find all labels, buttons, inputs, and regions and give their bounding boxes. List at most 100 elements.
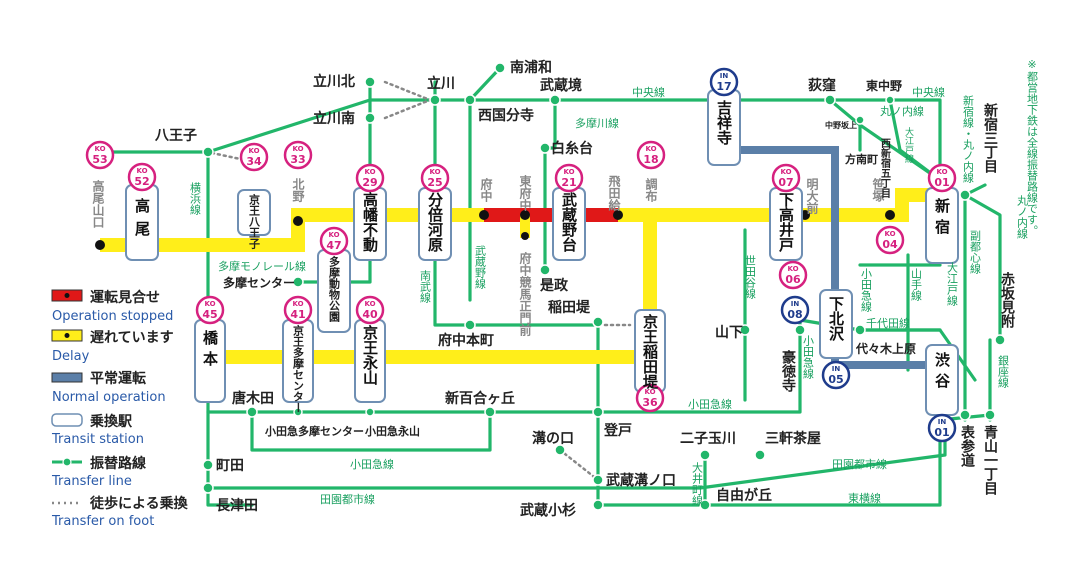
dot-fuchuhommachi — [464, 319, 476, 331]
name-minamiurawa: 南浦和 — [510, 59, 552, 76]
name-jiyugaoka: 自由が丘 — [716, 487, 772, 504]
name-tamacenter: 多摩センター — [223, 275, 295, 290]
dot-nakanosakaue — [855, 115, 865, 125]
svg-text:KO: KO — [204, 300, 215, 308]
svg-text:平常運転: 平常運転 — [90, 370, 146, 387]
line-toyoko: 東横線 — [848, 491, 881, 505]
name-keiohachioji: 京王八王子 — [248, 193, 262, 250]
toyoko-line — [703, 438, 942, 507]
name-kitano: 北野 — [291, 177, 305, 203]
name-tobitakyu: 飛田給 — [607, 175, 621, 212]
subway-note: ※都営地下鉄は全線振替路線です。 — [1026, 58, 1039, 236]
legend-foot: 徒歩による乗換 Transfer on foot — [51, 495, 189, 529]
dot-musashisakai — [549, 94, 561, 106]
dot-mizonokuchi — [554, 444, 566, 456]
svg-text:Normal operation: Normal operation — [52, 390, 166, 405]
svg-text:53: 53 — [92, 153, 107, 166]
dot-noborito — [592, 406, 604, 418]
svg-text:振替路線: 振替路線 — [90, 455, 146, 472]
name-higashifuchu: 東府中 — [518, 174, 532, 212]
name-higashinakano: 東中野 — [866, 78, 902, 93]
name-takahatafudo: 高幡不動 — [361, 191, 379, 253]
name-musashinodai: 武蔵野台 — [560, 191, 578, 253]
name-futakotamagawa: 二子玉川 — [680, 431, 736, 447]
svg-text:KO: KO — [94, 145, 105, 153]
name-musashisakai: 武蔵境 — [540, 77, 582, 94]
name-hashimoto: 橋本 — [201, 329, 219, 372]
line-chiyoda: 千代田線 — [866, 316, 910, 330]
line-ginza: 銀座線 — [997, 354, 1010, 388]
line-setagaya: 世田谷線 — [744, 255, 757, 299]
svg-text:乗換駅: 乗換駅 — [89, 413, 133, 430]
name-honancho: 方南町 — [845, 152, 878, 166]
svg-text:KO: KO — [364, 168, 375, 176]
svg-text:08: 08 — [787, 308, 802, 321]
svg-text:徒歩による乗換: 徒歩による乗換 — [89, 495, 189, 512]
svg-text:KO: KO — [884, 230, 895, 238]
name-shibuya: 渋谷 — [933, 351, 951, 394]
dot-omotesando — [959, 409, 971, 421]
other-station-names: 八王子 立川北 立川南 立川 南浦和 西国分寺 武蔵境 白糸台 是政 荻窪 中野… — [154, 59, 1016, 519]
name-shiraitodai: 白糸台 — [551, 140, 593, 157]
dot-inadazutsumi — [592, 316, 604, 328]
keio-main-line-delay — [100, 208, 484, 252]
name-odakyu-nagayama: 小田急永山 — [364, 424, 420, 438]
name-hachioji: 八王子 — [154, 128, 197, 144]
name-takaosanguchi: 高尾山口 — [91, 179, 105, 229]
name-tachikawaminami: 立川南 — [313, 110, 355, 127]
dot-nagatsuta — [202, 482, 214, 494]
keio-station-names: 高尾山口 高尾 京王八王子 北野 高幡不動 多摩動物公園 分倍河原 府中 東府中… — [91, 99, 951, 413]
dot-odakyu-nagayama — [365, 407, 375, 417]
svg-text:47: 47 — [326, 239, 341, 252]
line-tamamonorail: 多摩モノレール線 — [218, 259, 306, 273]
dot-higashinakano — [885, 95, 895, 105]
svg-text:運転見合せ: 運転見合せ — [90, 289, 160, 306]
marunouchi-east — [963, 193, 1002, 342]
line-odakyu-north: 小田急線 — [860, 268, 873, 312]
name-sangenjaya: 三軒茶屋 — [765, 430, 821, 447]
dot-kitano — [293, 216, 303, 226]
legend-transit: 乗換駅 Transit station — [51, 413, 144, 447]
dot-tachikawa — [429, 94, 441, 106]
line-denentoshi: 田園都市線 — [832, 457, 887, 471]
dot-akasakamitsuke — [994, 334, 1006, 346]
line-marunouchi: 丸ノ内線 — [880, 104, 924, 118]
line-marunouchi2: 丸ノ内線 — [1016, 195, 1029, 239]
name-karakida: 唐木田 — [232, 390, 274, 407]
name-omotesando: 表参道 — [959, 424, 976, 468]
name-nishishinjuku5: 西新宿五丁目 — [879, 138, 891, 199]
line-nambu: 南武線 — [419, 270, 432, 303]
dot-koremasa — [539, 264, 551, 276]
oedo-line — [888, 98, 942, 182]
line-chuo2: 中央線 — [912, 85, 945, 99]
line-musashino: 武蔵野線 — [474, 245, 487, 289]
dot-aoyama — [984, 409, 996, 421]
name-fuchuhommachi: 府中本町 — [438, 332, 494, 349]
name-meidaimae: 明大前 — [805, 178, 819, 215]
name-akasakamitsuke: 赤坂見附 — [999, 272, 1016, 329]
dot-musashimizonokuchi — [592, 474, 604, 486]
nambu-line — [433, 80, 600, 327]
musashino-line — [468, 66, 502, 302]
foot-mizonokuchi — [558, 448, 600, 482]
svg-text:17: 17 — [716, 80, 731, 93]
dot-tobitakyu — [613, 210, 623, 220]
name-kichijoji: 吉祥寺 — [715, 99, 733, 146]
box-shimokitazawa — [819, 289, 853, 359]
name-nishikokubunji: 西国分寺 — [478, 108, 534, 124]
foot-transfers — [210, 80, 632, 482]
svg-text:KO: KO — [292, 300, 303, 308]
dot-fuchukeiba — [521, 232, 529, 240]
svg-text:07: 07 — [778, 176, 793, 189]
svg-text:IN: IN — [720, 72, 729, 80]
chuo-line — [103, 98, 942, 182]
odakyu-tama-line — [250, 410, 492, 452]
dot-shinyurigaoka — [484, 406, 496, 418]
